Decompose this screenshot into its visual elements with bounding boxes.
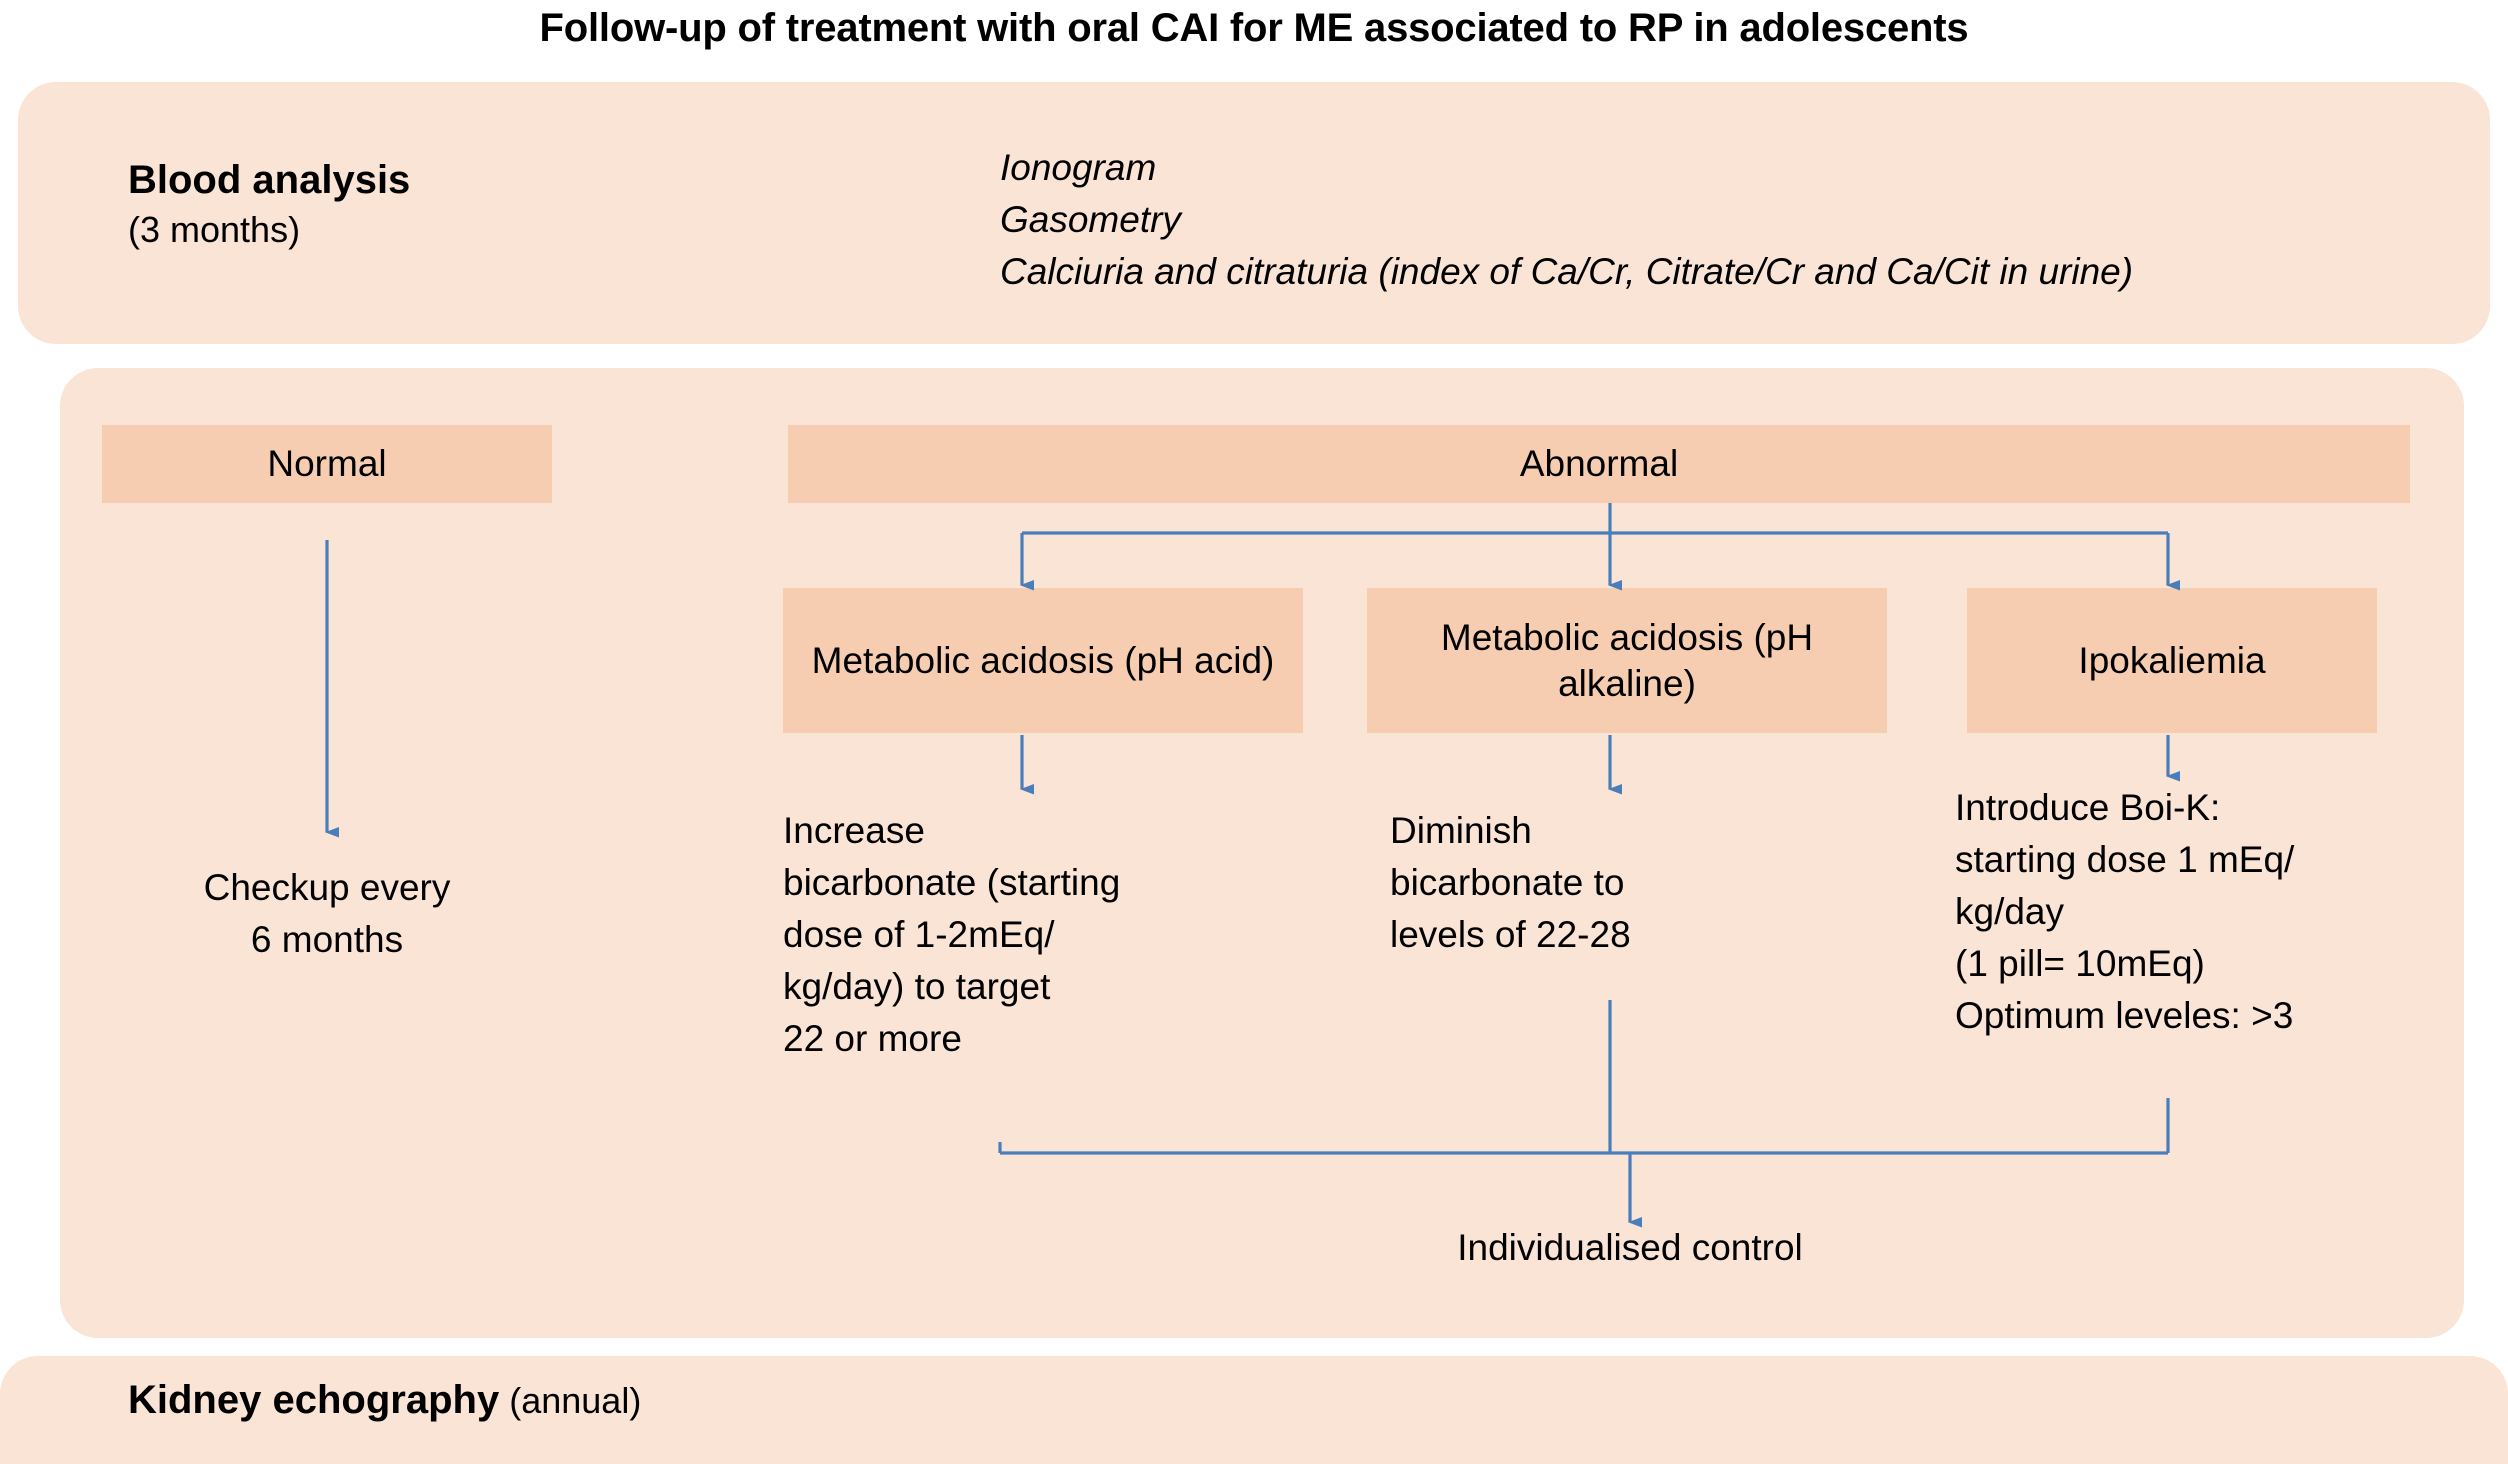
kidney-echography-interval: (annual) [509, 1380, 642, 1421]
blood-analysis-interval: (3 months) [128, 209, 301, 250]
blood-analysis-tests: Ionogram Gasometry Calciuria and citratu… [1000, 142, 2133, 298]
text-individualised-control: Individualised control [1457, 1227, 1803, 1268]
blood-test-item: Gasometry [1000, 199, 1181, 240]
text-treatment-ipokaliemia: Introduce Boi-K: starting dose 1 mEq/ kg… [1955, 787, 2295, 1036]
kidney-echography-label: Kidney echography (annual) [128, 1378, 641, 1423]
box-metabolic-acidosis-acid: Metabolic acidosis (pH acid) [783, 588, 1303, 733]
blood-analysis-label: Blood analysis (3 months) [128, 155, 410, 255]
kidney-echography-panel [0, 1356, 2508, 1464]
blood-analysis-panel [18, 82, 2490, 344]
box-ipokaliemia: Ipokaliemia [1967, 588, 2377, 733]
text-treatment-acidosis-alkaline: Diminish bicarbonate to levels of 22-28 [1390, 810, 1631, 955]
kidney-echography-heading: Kidney echography [128, 1378, 500, 1422]
box-metabolic-acidosis-alkaline: Metabolic acidosis (pH alkaline) [1367, 588, 1887, 733]
text-normal-outcome: Checkup every 6 months [203, 867, 451, 960]
text-treatment-acidosis-acid: Increase bicarbonate (starting dose of 1… [783, 810, 1121, 1059]
blood-analysis-heading: Blood analysis [128, 158, 411, 202]
blood-test-item: Calciuria and citraturia (index of Ca/Cr… [1000, 251, 2134, 292]
diagram-title: Follow-up of treatment with oral CAI for… [539, 6, 1969, 50]
box-normal: Normal [102, 425, 552, 503]
branching-panel [60, 368, 2464, 1338]
box-abnormal: Abnormal [788, 425, 2410, 503]
blood-test-item: Ionogram [1000, 147, 1157, 188]
